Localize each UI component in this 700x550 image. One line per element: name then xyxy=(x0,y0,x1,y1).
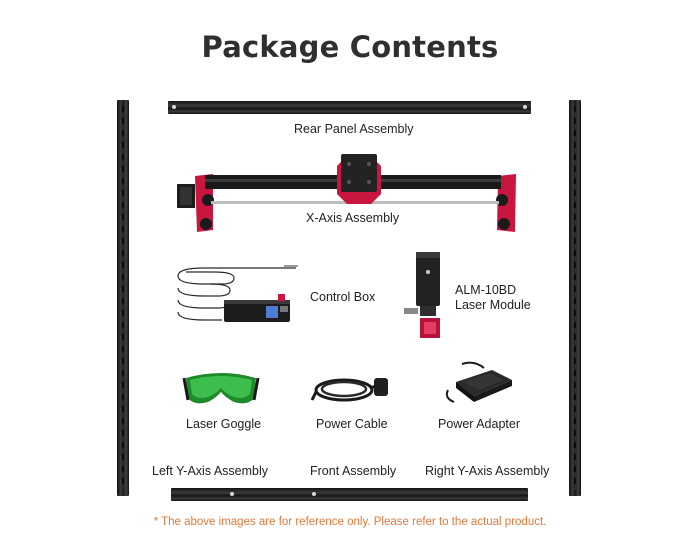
laser-module-model-label: ALM-10BD xyxy=(455,283,517,297)
disclaimer-note: * The above images are for reference onl… xyxy=(153,516,547,528)
laser-goggle-label: Laser Goggle xyxy=(186,417,262,431)
laser-module-type-label: Laser Module xyxy=(455,298,531,312)
right-y-axis-rail-image xyxy=(569,100,581,496)
power-cable-label: Power Cable xyxy=(316,417,388,431)
power-adapter-label: Power Adapter xyxy=(438,417,520,431)
power-cable-image xyxy=(310,378,388,402)
right-y-axis-label: Right Y-Axis Assembly xyxy=(425,464,550,478)
x-axis-assembly-image xyxy=(177,154,516,232)
page-title: Package Contents xyxy=(201,30,499,64)
left-y-axis-label: Left Y-Axis Assembly xyxy=(152,464,269,478)
front-assembly-rail-image xyxy=(171,488,528,501)
power-adapter-image xyxy=(445,361,512,403)
laser-goggle-image xyxy=(182,373,260,404)
control-box-image xyxy=(177,265,298,322)
front-assembly-label: Front Assembly xyxy=(310,464,397,478)
laser-module-image xyxy=(404,252,440,338)
rear-panel-rail-image xyxy=(168,101,531,114)
x-axis-label: X-Axis Assembly xyxy=(306,211,400,225)
left-y-axis-rail-image xyxy=(117,100,129,496)
control-box-label: Control Box xyxy=(310,290,376,304)
rear-panel-label: Rear Panel Assembly xyxy=(294,122,414,136)
